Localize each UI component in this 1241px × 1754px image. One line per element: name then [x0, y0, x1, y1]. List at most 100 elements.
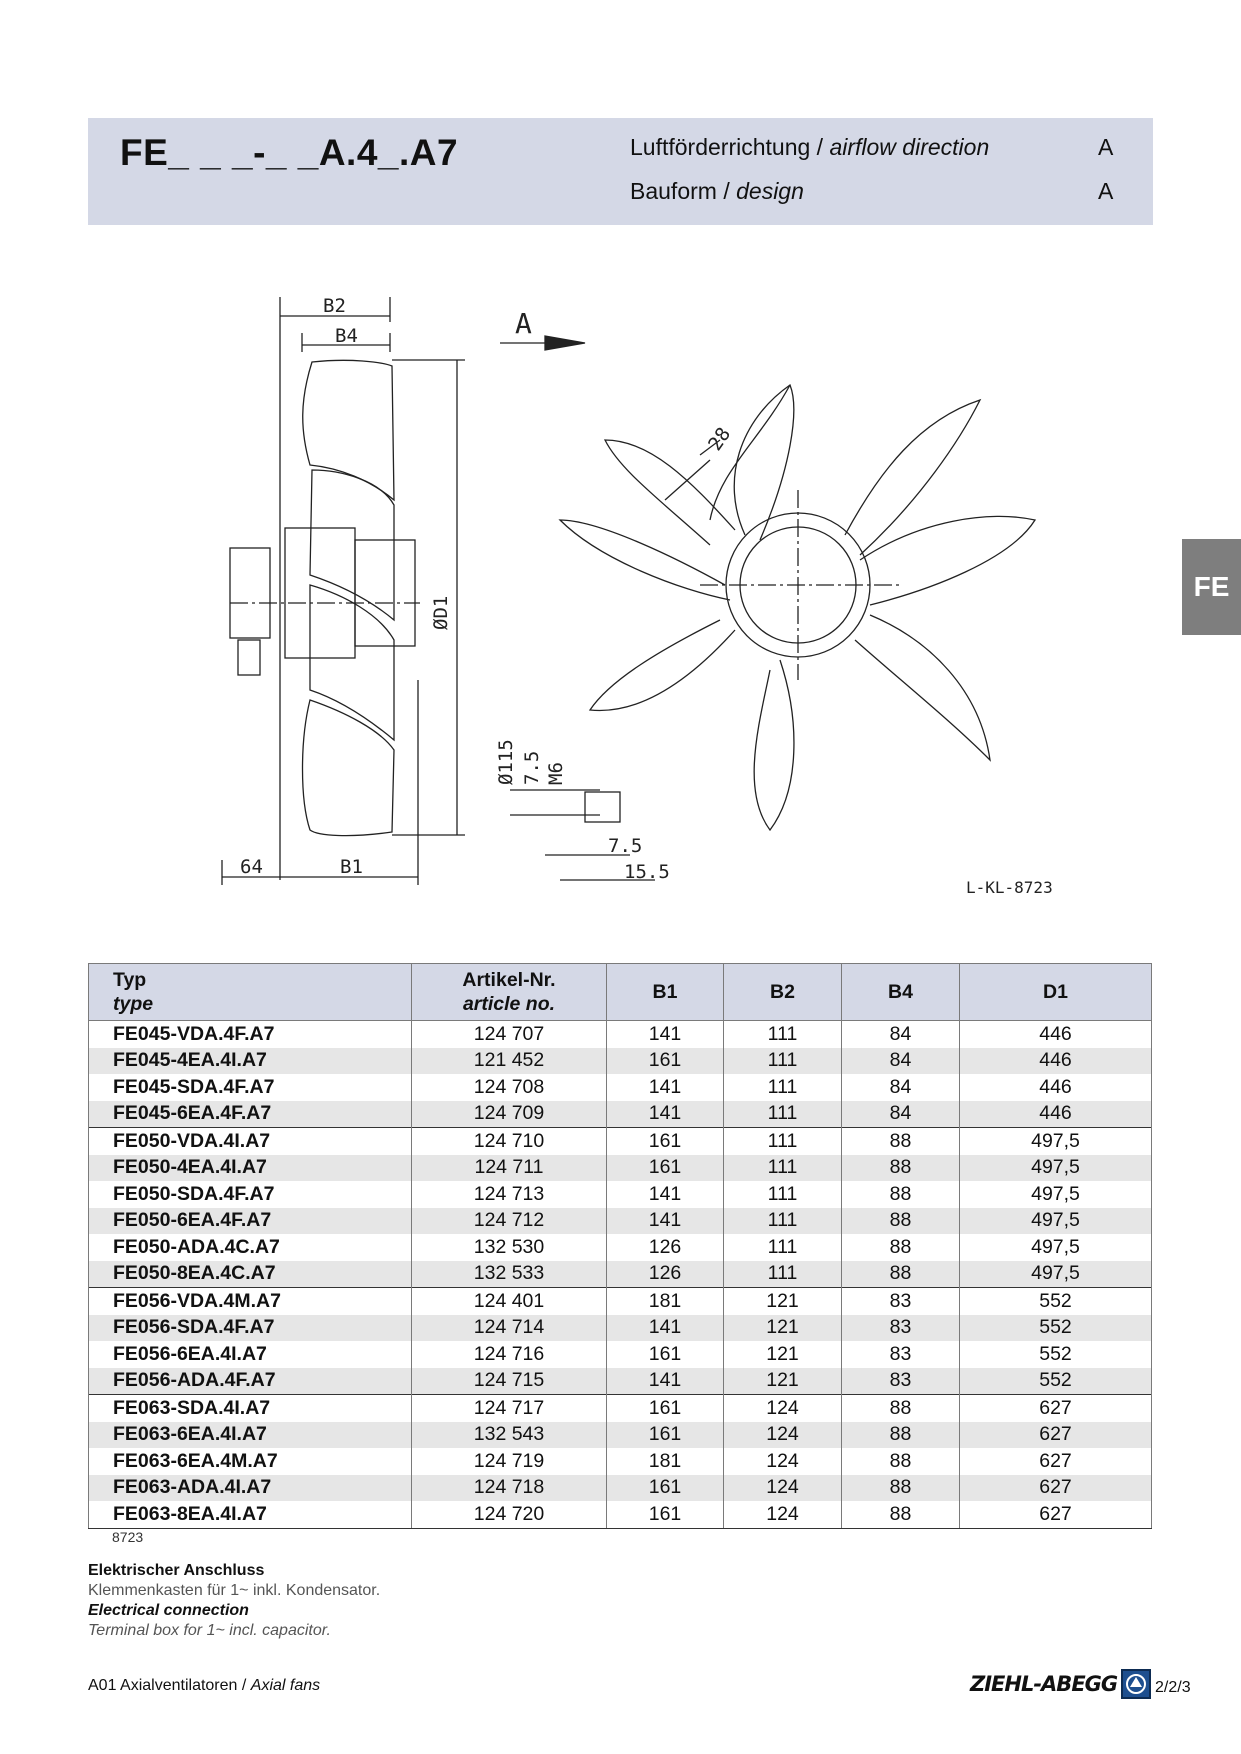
cell-d1: 446 — [959, 1074, 1152, 1101]
col-type-en: type — [113, 993, 154, 1015]
cell-b1: 161 — [606, 1341, 724, 1368]
col-b2: B2 — [723, 963, 842, 1021]
cell-b1: 161 — [606, 1154, 724, 1181]
table-header-row: Typ type Artikel-Nr. article no. B1 B2 B… — [88, 963, 1152, 1021]
cell-d1: 552 — [959, 1367, 1152, 1395]
cell-b2: 124 — [723, 1421, 842, 1448]
col-article-de: Artikel-Nr. — [462, 969, 556, 991]
cell-b2: 111 — [723, 1154, 842, 1181]
cell-b2: 121 — [723, 1367, 842, 1395]
footer-section: A01 Axialventilatoren / Axial fans — [88, 1677, 320, 1695]
col-b1: B1 — [606, 963, 724, 1021]
label-7-5-vertical: 7.5 — [521, 751, 543, 785]
col-article: Artikel-Nr. article no. — [411, 963, 607, 1021]
cell-typ: FE045-4EA.4I.A7 — [88, 1047, 412, 1074]
spec-table: Typ type Artikel-Nr. article no. B1 B2 B… — [88, 963, 1152, 1529]
cell-b2: 124 — [723, 1394, 842, 1422]
cell-b4: 83 — [841, 1287, 960, 1315]
cell-b4: 84 — [841, 1100, 960, 1128]
cell-typ: FE063-6EA.4I.A7 — [88, 1421, 412, 1448]
page-number: 2/2/3 — [1155, 1679, 1191, 1696]
cell-d1: 552 — [959, 1314, 1152, 1341]
header-band: FE_ _ _-_ _A.4_.A7 Luftförderrichtung / … — [88, 118, 1153, 225]
col-type-de: Typ — [113, 969, 147, 991]
cell-b4: 88 — [841, 1181, 960, 1208]
cell-b1: 161 — [606, 1421, 724, 1448]
cell-b1: 141 — [606, 1181, 724, 1208]
design-value: A — [1098, 178, 1114, 204]
cell-b4: 88 — [841, 1127, 960, 1155]
label-m6: M6 — [545, 762, 567, 785]
cell-b2: 121 — [723, 1341, 842, 1368]
cell-d1: 627 — [959, 1474, 1152, 1501]
cell-article: 124 710 — [411, 1127, 607, 1155]
cell-d1: 446 — [959, 1020, 1152, 1048]
cell-article: 124 715 — [411, 1367, 607, 1395]
cell-b2: 111 — [723, 1234, 842, 1261]
cell-typ: FE050-SDA.4F.A7 — [88, 1181, 412, 1208]
cell-b1: 161 — [606, 1127, 724, 1155]
cell-article: 124 718 — [411, 1474, 607, 1501]
cell-typ: FE063-ADA.4I.A7 — [88, 1474, 412, 1501]
cell-article: 124 707 — [411, 1020, 607, 1048]
design-label-en: design — [736, 178, 804, 204]
cell-article: 124 714 — [411, 1314, 607, 1341]
cell-typ: FE045-SDA.4F.A7 — [88, 1074, 412, 1101]
cell-article: 124 708 — [411, 1074, 607, 1101]
cell-b2: 124 — [723, 1448, 842, 1475]
cell-b4: 84 — [841, 1047, 960, 1074]
cell-typ: FE050-8EA.4C.A7 — [88, 1260, 412, 1288]
cell-b2: 111 — [723, 1127, 842, 1155]
cell-d1: 497,5 — [959, 1181, 1152, 1208]
airflow-label: Luftförderrichtung / airflow direction — [630, 134, 989, 161]
cell-typ: FE050-4EA.4I.A7 — [88, 1154, 412, 1181]
label-b2: B2 — [323, 295, 346, 317]
cell-d1: 627 — [959, 1421, 1152, 1448]
label-28: 28 — [704, 423, 735, 454]
side-tab-fe[interactable]: FE — [1182, 539, 1241, 635]
cell-d1: 627 — [959, 1394, 1152, 1422]
cell-b1: 141 — [606, 1020, 724, 1048]
cell-b2: 121 — [723, 1314, 842, 1341]
cell-typ: FE045-VDA.4F.A7 — [88, 1020, 412, 1048]
electrical-title-de: Elektrischer Anschluss — [88, 1562, 265, 1579]
cell-b4: 83 — [841, 1367, 960, 1395]
cell-article: 124 713 — [411, 1181, 607, 1208]
label-7-5: 7.5 — [608, 835, 642, 857]
cell-typ: FE056-6EA.4I.A7 — [88, 1341, 412, 1368]
cell-d1: 497,5 — [959, 1207, 1152, 1234]
footer-section-en: Axial fans — [250, 1677, 321, 1694]
cell-b2: 111 — [723, 1047, 842, 1074]
cell-b1: 181 — [606, 1448, 724, 1475]
cell-b1: 141 — [606, 1074, 724, 1101]
cell-b4: 88 — [841, 1207, 960, 1234]
electrical-title-en: Electrical connection — [88, 1602, 249, 1619]
fan-technical-drawing: B2 B4 ØD1 B1 64 A 28 Ø115 7.5 M6 7.5 15.… — [221, 295, 1053, 897]
airflow-value: A — [1098, 134, 1114, 160]
ziehl-abegg-logo: ZIEHL-ABEGG — [970, 1669, 1152, 1699]
cell-b4: 88 — [841, 1501, 960, 1529]
cell-b2: 111 — [723, 1074, 842, 1101]
cell-b4: 84 — [841, 1020, 960, 1048]
cell-b1: 161 — [606, 1474, 724, 1501]
label-d115: Ø115 — [495, 739, 517, 785]
cell-d1: 497,5 — [959, 1260, 1152, 1288]
cell-b1: 141 — [606, 1207, 724, 1234]
cell-b1: 161 — [606, 1047, 724, 1074]
cell-b1: 181 — [606, 1287, 724, 1315]
cell-b4: 88 — [841, 1154, 960, 1181]
cell-typ: FE063-8EA.4I.A7 — [88, 1501, 412, 1529]
label-arrow-a: A — [515, 307, 532, 340]
col-type: Typ type — [88, 963, 412, 1021]
cell-article: 132 543 — [411, 1421, 607, 1448]
